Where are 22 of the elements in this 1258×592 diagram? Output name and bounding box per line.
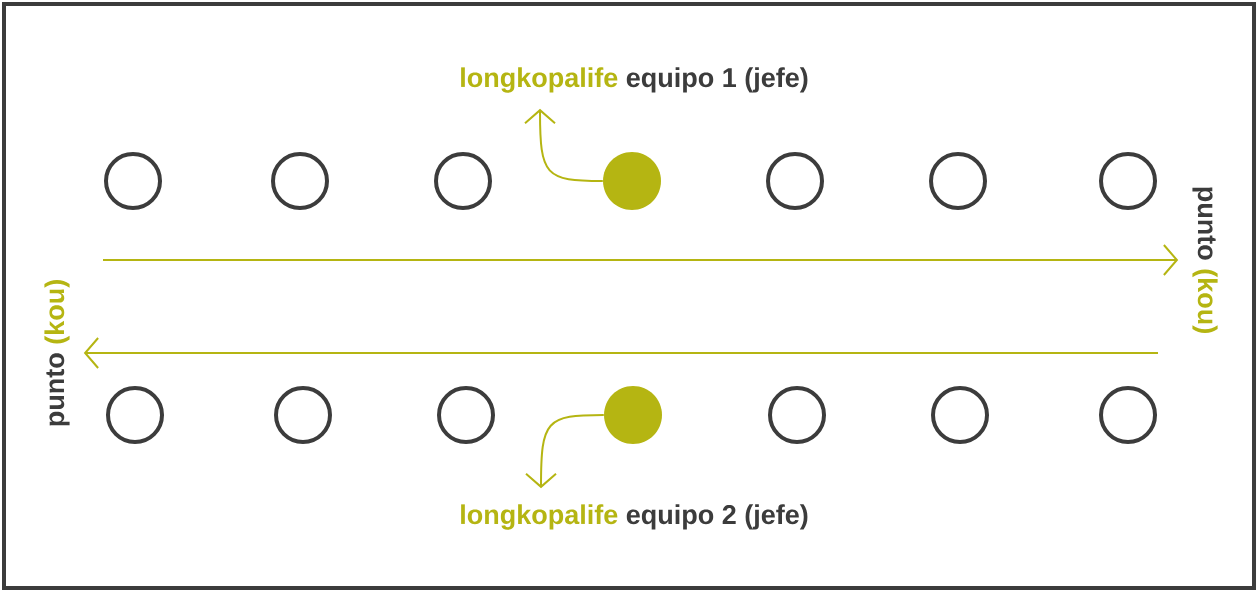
label: punto (kou) <box>44 280 70 426</box>
arrow <box>525 414 605 489</box>
arrow <box>102 244 1179 276</box>
player-circle <box>766 152 824 210</box>
player-circle <box>931 386 989 444</box>
player-circle <box>434 152 492 210</box>
player-circle <box>271 152 329 210</box>
label: longkopalife equipo 1 (jefe) <box>461 67 808 93</box>
player-circle <box>768 386 826 444</box>
player-circle <box>104 152 162 210</box>
player-circle <box>929 152 987 210</box>
player-circle <box>1099 152 1157 210</box>
label: longkopalife equipo 2 (jefe) <box>461 504 808 530</box>
arrow <box>524 108 604 182</box>
player-dot <box>604 386 662 444</box>
player-circle <box>437 386 495 444</box>
player-circle <box>274 386 332 444</box>
player-dot <box>603 152 661 210</box>
player-circle <box>1099 386 1157 444</box>
label: punto (kou) <box>1192 187 1218 333</box>
arrow <box>83 337 1159 369</box>
player-circle <box>106 386 164 444</box>
